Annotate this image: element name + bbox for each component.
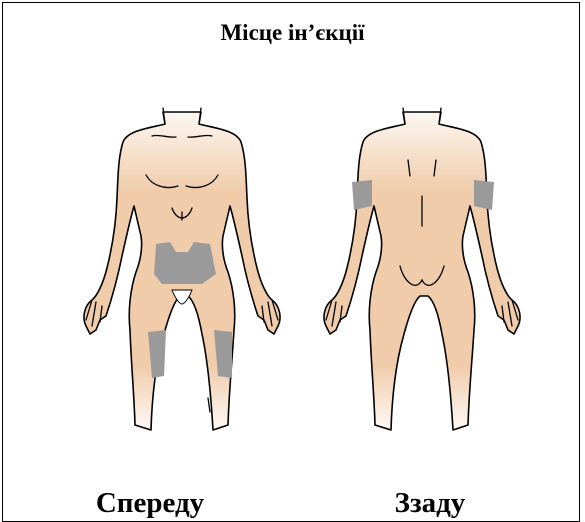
back-body-outline xyxy=(324,112,520,430)
front-knee-left xyxy=(208,398,210,412)
back-view-label: Ззаду xyxy=(330,487,530,520)
right-upper-arm-injection-zone xyxy=(474,180,494,210)
front-figure xyxy=(84,108,280,430)
back-figure xyxy=(324,108,520,430)
left-upper-arm-injection-zone xyxy=(352,180,372,210)
front-view-label: Спереду xyxy=(50,487,250,520)
